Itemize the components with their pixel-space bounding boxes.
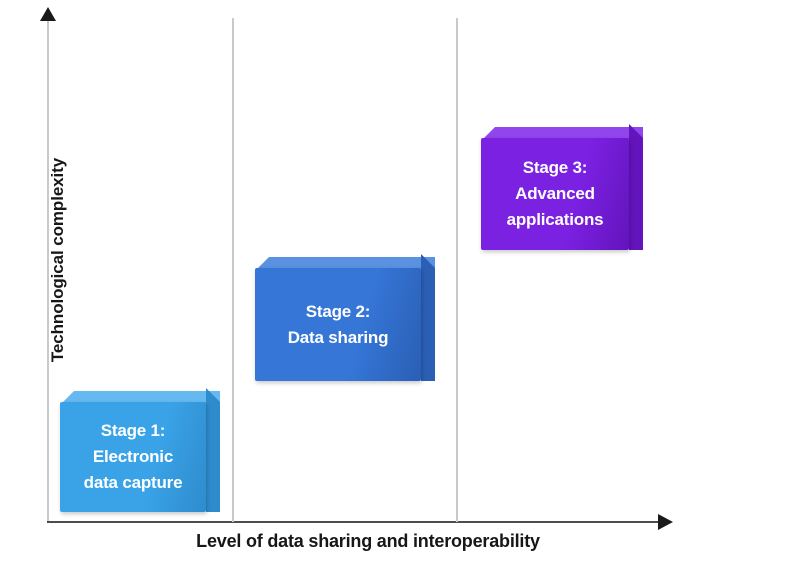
stage-2-box-side-face	[421, 254, 438, 381]
stage-1-line-1: Stage 1:	[100, 421, 166, 440]
stage-2-box[interactable]: Stage 2: Data sharing	[255, 254, 435, 381]
stage-1-box[interactable]: Stage 1: Electronic data capture	[60, 388, 220, 512]
stage-2-box-front-face: Stage 2: Data sharing	[255, 268, 421, 381]
stage-1-line-2: Electronic	[92, 447, 174, 466]
stage-3-line-3: applications	[506, 210, 604, 229]
stage-1-line-3: data capture	[83, 473, 183, 492]
stage-3-box-top-face	[481, 124, 643, 141]
stage-1-box-side-face	[206, 388, 223, 512]
stage-3-line-2: Advanced	[515, 184, 595, 203]
y-axis-arrow-icon	[40, 7, 56, 21]
stage-2-box-top-face	[255, 254, 435, 271]
stage-2-line-2: Data sharing	[287, 327, 389, 347]
stage-1-box-front-face: Stage 1: Electronic data capture	[60, 402, 206, 512]
stage-3-box-front-face: Stage 3: Advanced applications	[481, 138, 629, 250]
x-axis-line	[47, 521, 662, 523]
stage-3-line-1: Stage 3:	[522, 158, 588, 177]
stage-1-box-top-face	[60, 388, 220, 405]
stage-3-box-side-face	[629, 124, 646, 250]
stage-2-label-group: Stage 2: Data sharing	[288, 299, 389, 351]
stage-3-box[interactable]: Stage 3: Advanced applications	[481, 124, 643, 250]
stage-1-label-group: Stage 1: Electronic data capture	[84, 418, 183, 496]
stage-2-line-1: Stage 2:	[305, 301, 371, 321]
y-axis-title: Technological complexity	[48, 157, 67, 363]
column-divider-1	[232, 18, 234, 522]
y-axis-line	[47, 18, 49, 523]
column-divider-2	[456, 18, 458, 522]
stage-3-label-group: Stage 3: Advanced applications	[507, 155, 604, 233]
x-axis-arrow-icon	[658, 514, 673, 530]
x-axis-title: Level of data sharing and interoperabili…	[196, 531, 540, 551]
